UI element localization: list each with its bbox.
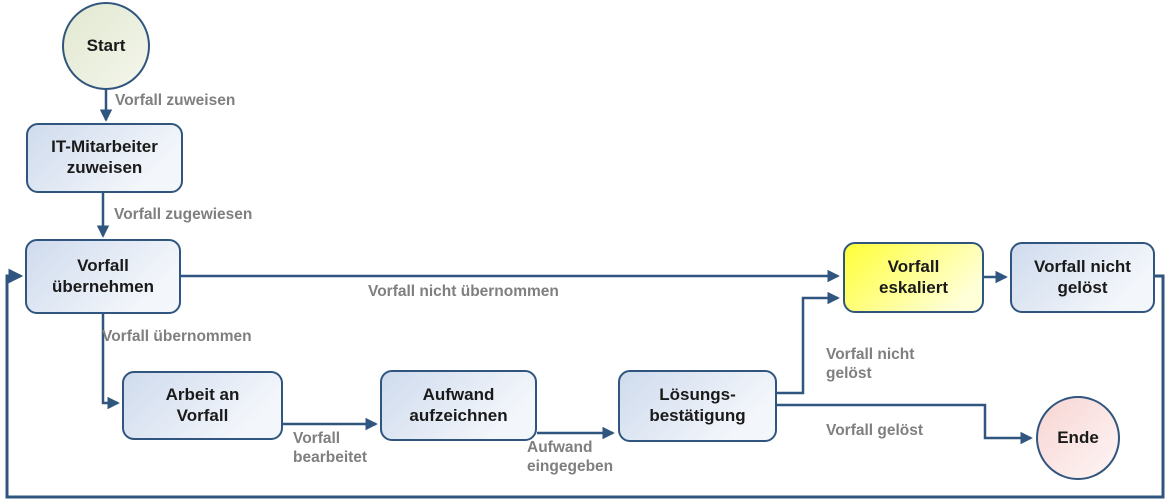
node-label-line2: übernehmen — [51, 276, 155, 296]
edge-label-text-line2: bearbeitet — [293, 449, 368, 466]
node-label-line1: IT-Mitarbeiter — [51, 137, 158, 157]
node-loesungsbestaetigung[interactable]: Lösungs- bestätigung — [618, 370, 777, 442]
edge-label-text-line1: Vorfall — [293, 430, 341, 447]
node-label-line2: aufzeichnen — [409, 405, 508, 425]
edge-label-aufwand-eingegeben: Aufwand eingegeben — [527, 438, 613, 476]
node-label-line1: Vorfall nicht — [1034, 256, 1131, 276]
edge-label-text-line1: Aufwand — [527, 439, 593, 456]
edge-solution-to-escalated — [777, 291, 840, 395]
node-label-line1: Aufwand — [422, 384, 495, 404]
edge-label-vorfall-nicht-uebernommen: Vorfall nicht übernommen — [368, 282, 559, 301]
node-label-line2: zuweisen — [66, 158, 143, 177]
edge-label-text: Vorfall übernommen — [102, 328, 252, 345]
edge-label-text: Vorfall nicht übernommen — [368, 283, 559, 300]
edge-label-vorfall-zugewiesen: Vorfall zugewiesen — [114, 205, 252, 224]
node-vorfall-nicht-geloest[interactable]: Vorfall nicht gelöst — [1010, 242, 1155, 313]
edge-label-text-line2: eingegeben — [527, 458, 614, 475]
edge-label-text-line1: Vorfall nicht — [826, 346, 915, 363]
node-aufwand-aufzeichnen[interactable]: Aufwand aufzeichnen — [380, 370, 537, 441]
node-label-line1: Vorfall — [77, 255, 129, 275]
node-label-line2: bestätigung — [649, 406, 746, 425]
edge-label-text: Vorfall gelöst — [826, 422, 924, 439]
node-arbeit-an-vorfall[interactable]: Arbeit an Vorfall — [122, 371, 283, 440]
node-label-line2: gelöst — [1057, 277, 1108, 297]
node-vorfall-uebernehmen[interactable]: Vorfall übernehmen — [25, 239, 181, 314]
edge-label-text: Vorfall zugewiesen — [114, 206, 253, 223]
node-start-label: Start — [86, 35, 126, 55]
node-ende[interactable]: Ende — [1036, 396, 1120, 480]
edge-solution-to-end — [777, 403, 1033, 445]
node-label-line2: eskaliert — [879, 277, 948, 297]
edge-notsolved-feedback-loop — [5, 268, 1165, 499]
edge-label-vorfall-zuweisen: Vorfall zuweisen — [115, 91, 235, 110]
node-it-mitarbeiter-zuweisen[interactable]: IT-Mitarbeiter zuweisen — [26, 123, 183, 193]
node-label-line1: Lösungs- — [659, 385, 736, 405]
edge-label-vorfall-geloest: Vorfall gelöst — [826, 421, 923, 440]
edge-label-text: Vorfall zuweisen — [115, 92, 236, 109]
edge-label-vorfall-uebernommen: Vorfall übernommen — [102, 327, 252, 346]
node-label-line2: Vorfall — [176, 405, 229, 425]
edge-label-vorfall-nicht-geloest: Vorfall nicht gelöst — [826, 345, 914, 383]
edge-label-text-line2: gelöst — [826, 365, 872, 382]
node-end-label: Ende — [1057, 427, 1099, 447]
edge-label-vorfall-bearbeitet: Vorfall bearbeitet — [293, 429, 367, 467]
node-vorfall-eskaliert[interactable]: Vorfall eskaliert — [843, 242, 984, 313]
node-label-line1: Arbeit an — [165, 384, 240, 404]
node-label-line1: Vorfall — [887, 256, 940, 276]
edge-takeover-to-work — [101, 314, 120, 410]
node-start[interactable]: Start — [62, 2, 150, 90]
